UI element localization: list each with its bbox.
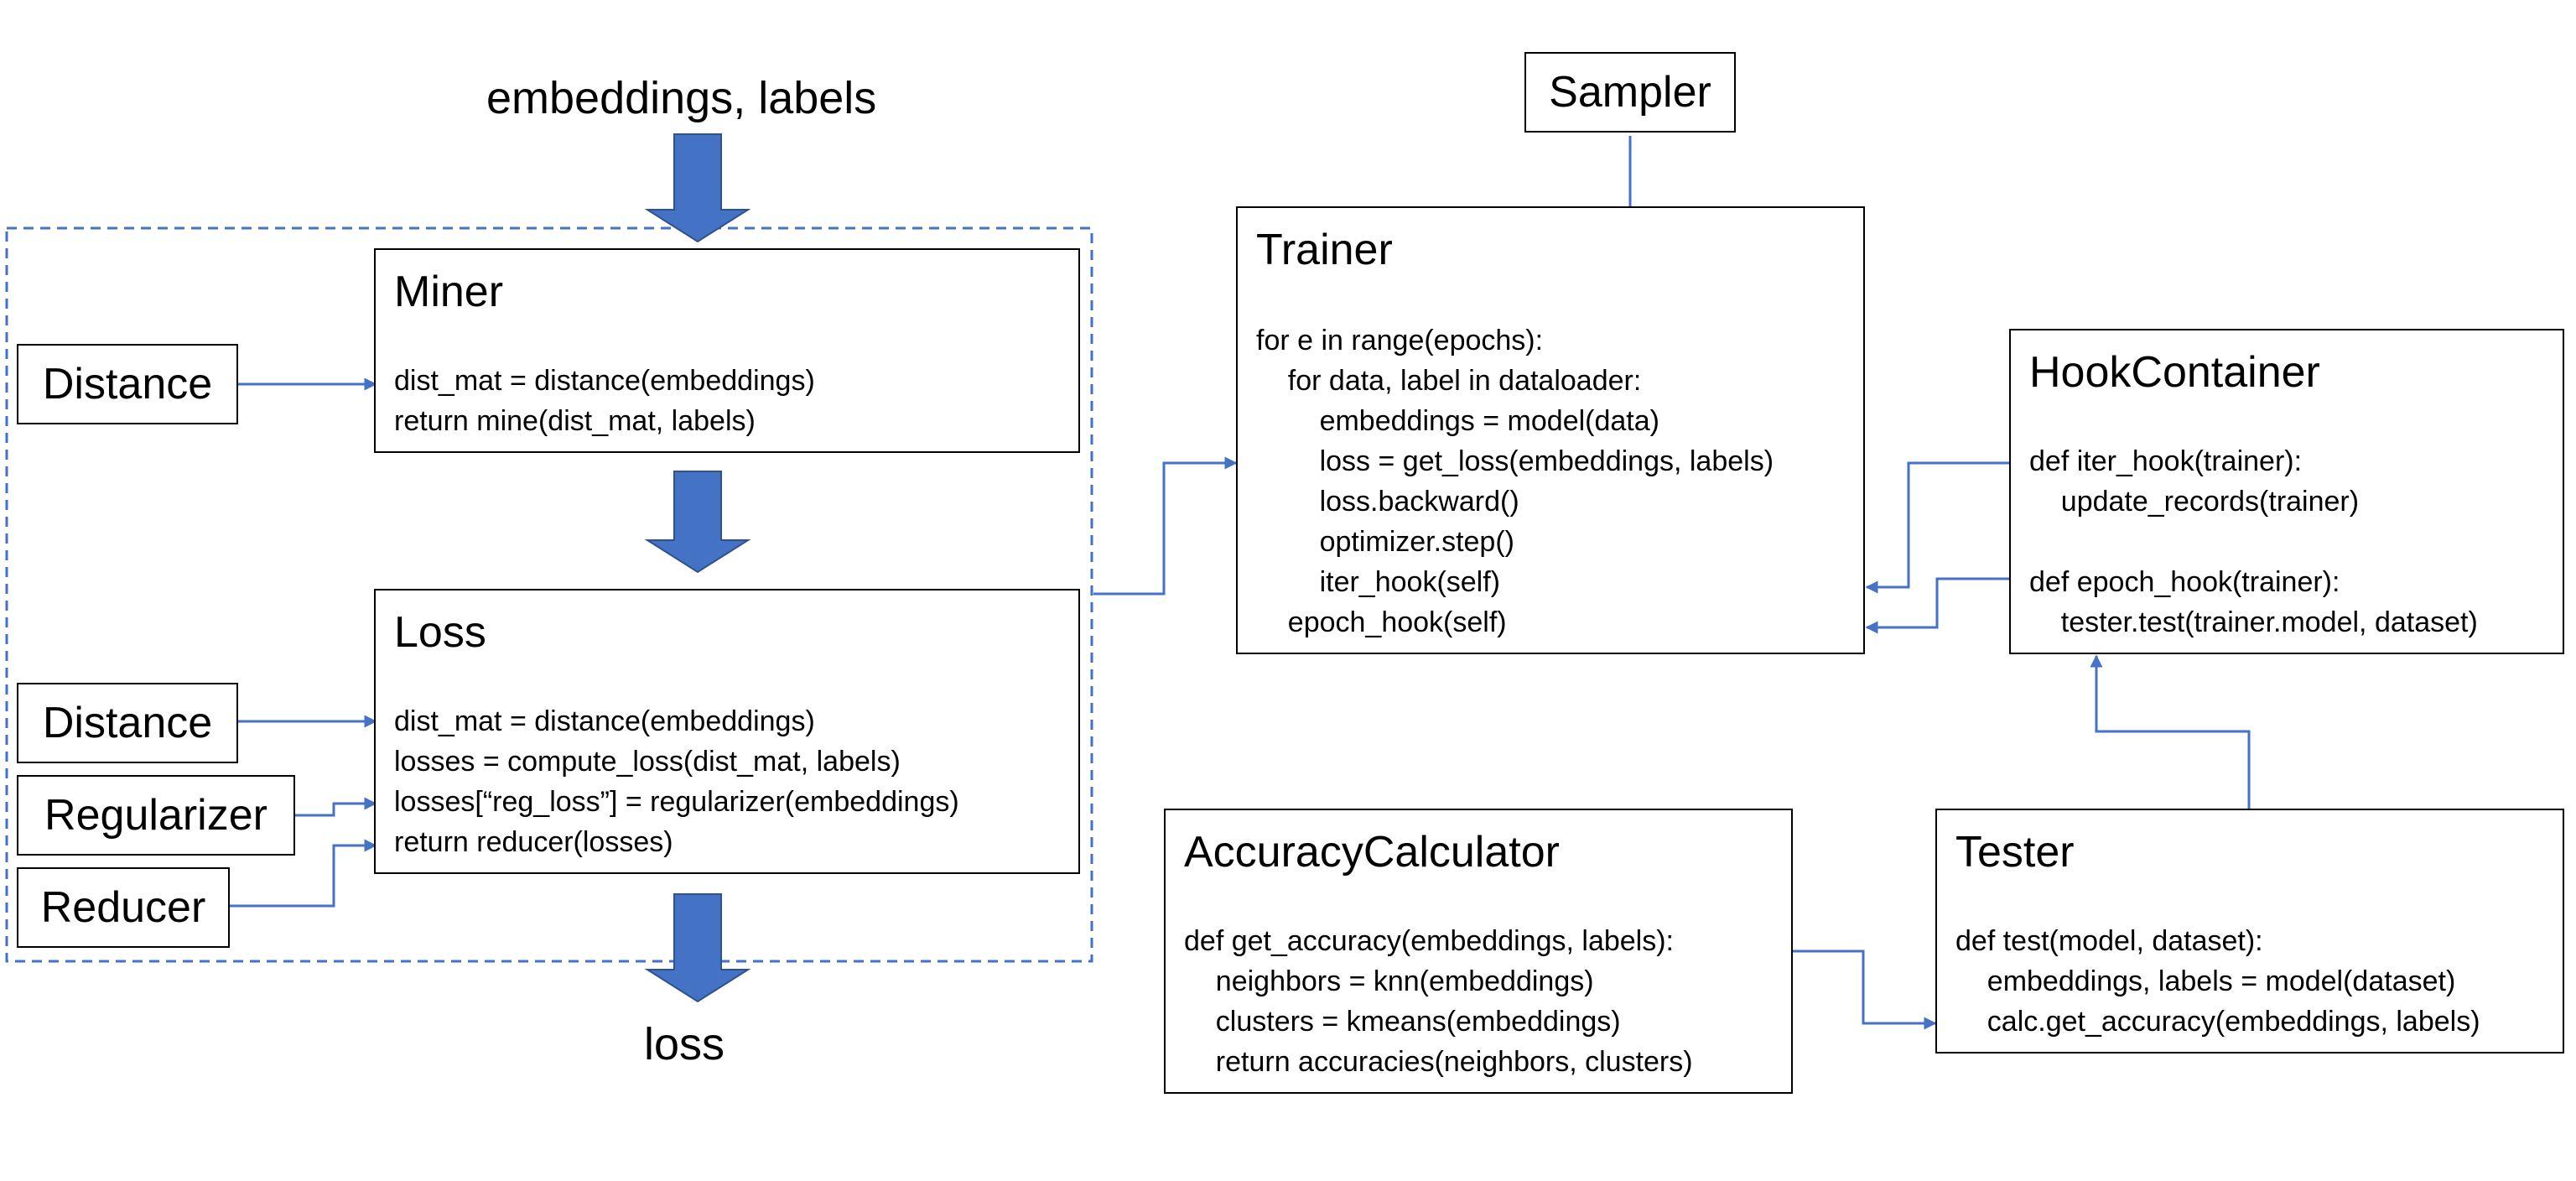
hook-container-box: HookContainer def iter_hook(trainer): up… <box>2009 329 2564 654</box>
loss-title: Loss <box>394 608 486 657</box>
hook-container-title: HookContainer <box>2029 348 2320 397</box>
trainer-code: for e in range(epochs): for data, label … <box>1256 325 1774 638</box>
dashed-group-border <box>5 226 1093 963</box>
sampler-box: Sampler <box>1524 52 1736 133</box>
tester-title: Tester <box>1955 828 2075 877</box>
connector-iter-hook-to-trainer <box>1865 461 2009 594</box>
distance-box-loss: Distance <box>17 683 238 763</box>
distance-box-miner: Distance <box>17 344 238 424</box>
miner-box: Miner dist_mat = distance(embeddings) re… <box>374 248 1080 453</box>
loss-box: Loss dist_mat = distance(embeddings) los… <box>374 589 1080 874</box>
trainer-title: Trainer <box>1256 226 1393 274</box>
tester-code: def test(model, dataset): embeddings, la… <box>1955 925 2480 1038</box>
block-arrow-miner-to-loss <box>644 471 751 574</box>
connector-regularizer-to-loss <box>295 797 377 817</box>
connector-reducer-to-loss <box>230 839 377 908</box>
accuracy-calculator-box: AccuracyCalculator def get_accuracy(embe… <box>1164 809 1793 1094</box>
accuracy-calculator-code: def get_accuracy(embeddings, labels): ne… <box>1184 925 1693 1078</box>
trainer-box: Trainer for e in range(epochs): for data… <box>1236 206 1865 654</box>
block-arrow-output <box>644 893 751 1003</box>
miner-title: Miner <box>394 268 504 316</box>
miner-code: dist_mat = distance(embeddings) return m… <box>394 365 815 437</box>
block-arrow-input <box>644 133 751 243</box>
connector-loss-group-to-trainer <box>1093 456 1238 596</box>
tester-box: Tester def test(model, dataset): embeddi… <box>1935 809 2564 1054</box>
reducer-box: Reducer <box>17 867 230 948</box>
connector-epoch-hook-to-trainer <box>1865 577 2009 634</box>
output-label: loss <box>644 1019 725 1069</box>
hook-container-code: def iter_hook(trainer): update_records(t… <box>2029 445 2478 638</box>
accuracy-calculator-title: AccuracyCalculator <box>1184 828 1560 877</box>
regularizer-box: Regularizer <box>17 775 295 856</box>
connector-tester-to-hook-container <box>2090 654 2251 809</box>
connector-accuracy-calculator-to-tester <box>1793 949 1937 1030</box>
inputs-label: embeddings, labels <box>486 73 877 123</box>
loss-code: dist_mat = distance(embeddings) losses =… <box>394 705 959 858</box>
